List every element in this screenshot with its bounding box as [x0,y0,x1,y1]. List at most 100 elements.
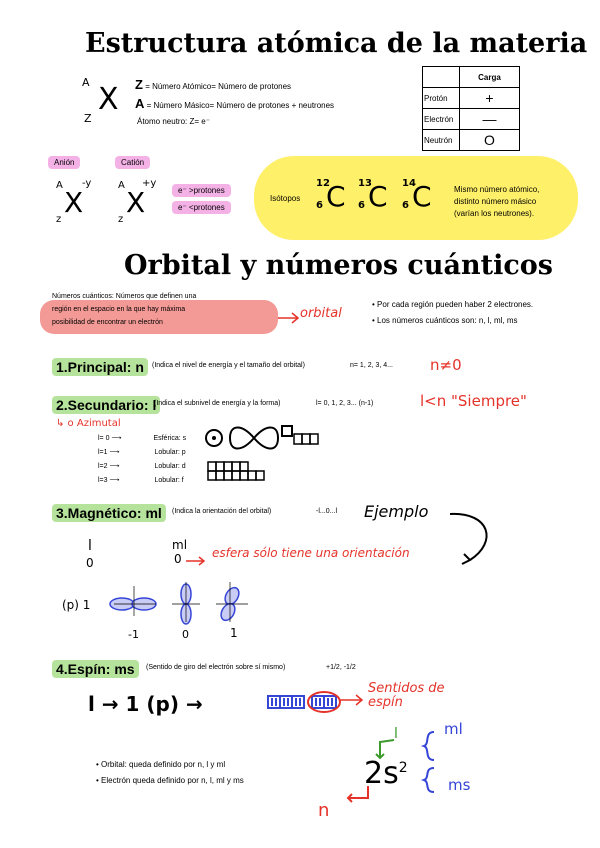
spin-boxes [267,691,341,713]
config-text: 2s [364,756,399,791]
braces-sketch [420,731,435,793]
magnetic-values: -l...0...l [316,508,338,515]
orbital-shape: Lobular: f [154,477,184,484]
isotope-mass: 13 [358,178,372,189]
charge-cell: O [459,129,520,151]
cation-diagram: A +y X z [118,178,157,225]
l-value: l=1 [98,449,108,456]
curved-arrow-icon [449,512,488,565]
anion-label: Anión [48,156,81,169]
principal-title: 1.Principal: n [52,358,148,376]
definition-line: posibilidad de encontrar un electrón [52,319,163,326]
a-definition: A = Número Másico= Número de protones + … [135,96,335,111]
spin-description: (Sentido de giro del electrón sobre sí m… [146,664,286,671]
example-label: Ejemplo [364,502,429,521]
secondary-note: l<n "Siempre" [420,392,527,410]
spin-directions-note: Sentidos de espín [368,681,445,710]
principal-note: n≠0 [430,356,462,374]
orbital-box-diagram [207,433,319,481]
charge-cell: + [459,87,520,109]
quantum-numbers-definition: Números cuánticos: Números que definen u… [52,290,196,329]
secondary-description: (Indica el subnivel de energía y la form… [154,400,281,407]
l-values-list: l= 0 ⟶Esférica: s l=1 ⟶Lobular: p l=2 ⟶L… [98,432,186,488]
n-label: n [318,800,330,821]
particle-cell: Protón [422,87,460,109]
l-value: l= 0 [98,435,110,442]
principal-values: n= 1, 2, 3, 4... [350,362,394,369]
bullet-two-electrons: • Por cada región pueden haber 2 electro… [372,300,534,309]
l-value: l=2 [98,463,108,470]
charge-cell: — [459,108,520,130]
l-zero: 0 [86,556,94,570]
z-definition-text: = Número Atómico= Número de protones [145,82,292,91]
l-value: l=3 [98,477,108,484]
title-orbitals: Orbital y números cuánticos [124,250,554,281]
isotope-mass: 12 [316,178,330,189]
neutral-atom: Átomo neutro: Z= e⁻ [137,117,210,126]
ml-value: 0 [182,628,189,641]
list-item: l=3 ⟶Lobular: f [98,477,184,484]
secondary-values: l= 0, 1, 2, 3... (n-1) [316,400,374,407]
z-definition: Z = Número Atómico= Número de protones [135,77,292,92]
sphere-orientation-note: esfera sólo tiene una orientación [212,546,410,560]
cation-label: Catión [115,156,151,169]
isotopes-desc-line: distinto número másico [454,197,537,206]
ml-zero: 0 [174,552,182,566]
arrow-icon [186,556,206,566]
list-item: l=2 ⟶Lobular: d [98,463,186,470]
orbital-shape: Lobular: p [154,449,186,456]
ml-value: -1 [128,628,139,641]
l-arrow-icon [375,739,395,760]
isotope-symbol: C [412,180,432,213]
definition-line: región en el espacio en la que hay máxim… [52,306,186,313]
l-label: l [394,726,398,742]
n-arrow-icon [346,786,369,803]
isotope-symbol: C [368,180,388,213]
ms-label: ms [448,776,471,794]
anion-charge: -y [82,178,92,189]
spin-values: +1/2, -1/2 [326,664,356,671]
arrow-icon [278,312,300,324]
spin-title: 4.Espín: ms [52,660,139,678]
p-orbitals-sketch [109,582,248,625]
particle-cell: Electrón [422,108,460,130]
bullet-text: Electrón queda definido por n, l, ml y m… [101,776,244,785]
arrow-icon [340,694,364,706]
config-exponent: 2 [398,760,408,776]
magnetic-title: 3.Magnético: ml [52,504,166,522]
notation-a: A [82,76,90,89]
isotopes-description: Mismo número atómico, distinto número má… [454,184,539,220]
isotope-symbol: C [326,180,346,213]
isotopes-desc-line: Mismo número atómico, [454,185,540,194]
orbital-shape: Esférica: s [153,435,187,442]
notation-z: Z [84,112,92,125]
isotope-z: 6 [316,200,323,211]
bullet-text: Los números cuánticos son: n, l, ml, ms [377,316,518,325]
list-item: l= 0 ⟶Esférica: s [98,435,187,442]
l-header: l [88,538,92,554]
s-p-orbital-sketch [205,425,293,450]
isotope-mass: 14 [402,178,416,189]
table-row: Protón+ [422,87,520,109]
more-electrons: e⁻ >protones [172,184,231,197]
isotopes-highlight [254,156,578,240]
bullet-text: Por cada región pueden haber 2 electrone… [377,300,534,309]
ml-label: ml [444,720,463,738]
ml-value: 1 [230,626,238,640]
bullet-electron-defined: • Electrón queda definido por n, l, ml y… [96,776,244,785]
orbital-note: orbital [300,306,342,321]
principal-description: (Indica el nivel de energía y el tamaño … [152,362,305,369]
charge-table-header: Carga [459,66,520,88]
title-atomic-structure: Estructura atómica de la materia [85,28,588,59]
cation-charge: +y [142,178,157,189]
bullet-orbital-defined: • Orbital: queda definido por n, l y ml [96,760,226,769]
isotope-z: 6 [358,200,365,211]
ml-header: ml [172,538,188,552]
isotope-z: 6 [402,200,409,211]
magnetic-description: (Indica la orientación del orbital) [172,508,272,515]
orbital-shape: Lobular: d [154,463,186,470]
bullet-quantum-list: • Los números cuánticos son: n, l, ml, m… [372,316,518,325]
orbital-definition-highlight [40,300,278,334]
